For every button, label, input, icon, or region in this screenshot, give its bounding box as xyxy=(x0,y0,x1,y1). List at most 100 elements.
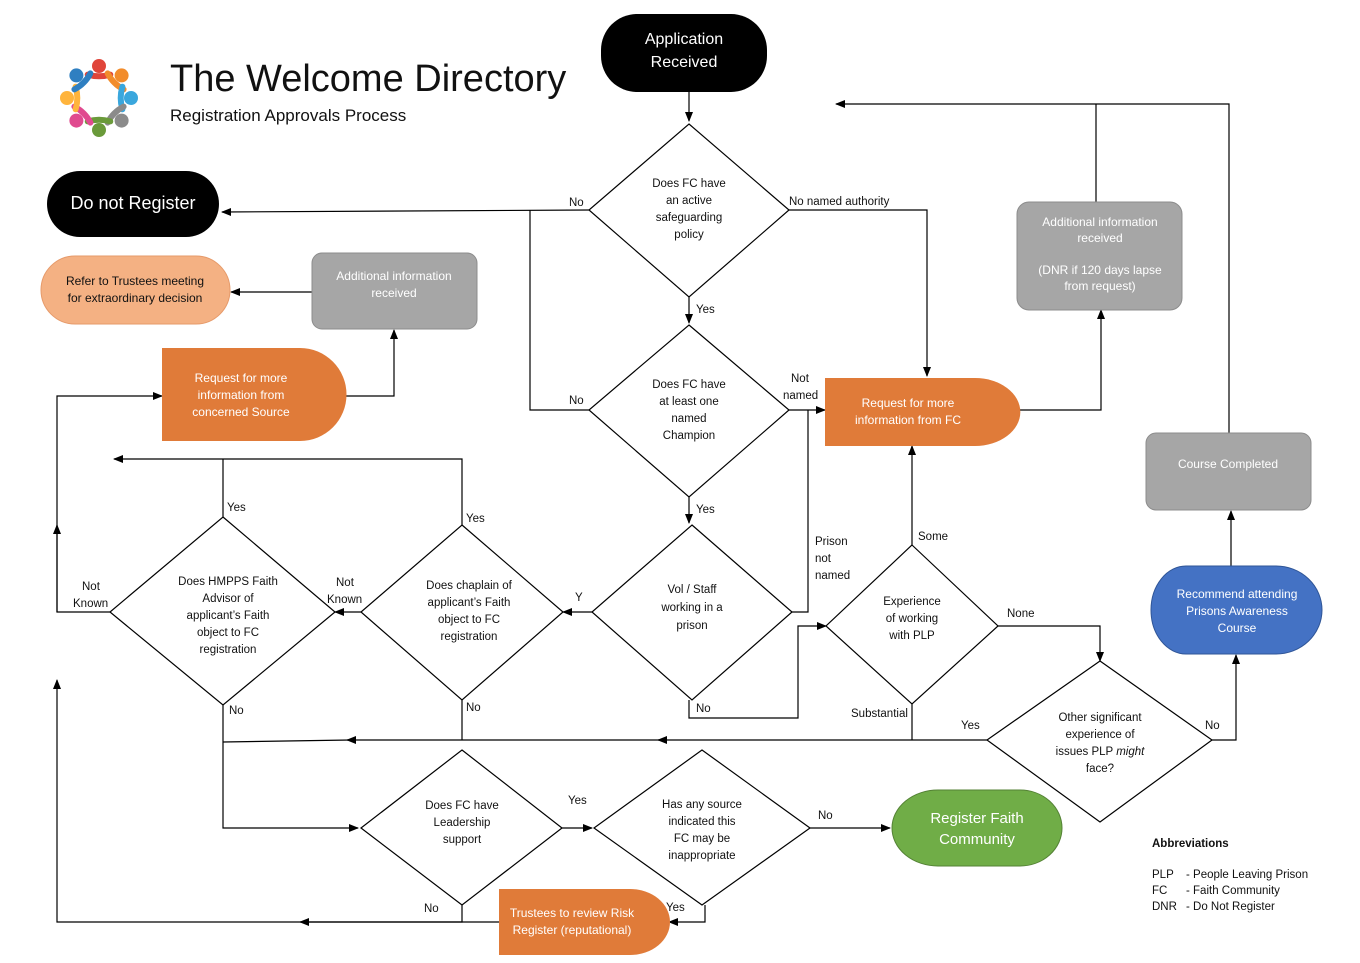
node-do-not-register: Do not Register xyxy=(47,171,219,237)
node-label-line: Does chaplain of xyxy=(426,580,512,592)
node-label-line: Course xyxy=(1218,621,1257,635)
node-label-line: prison xyxy=(676,620,707,632)
node-label-line: Does FC have xyxy=(652,379,726,391)
abbreviation-value: - Do Not Register xyxy=(1186,901,1275,913)
node-label-line: Request for more xyxy=(862,396,955,410)
edge-label: No named authority xyxy=(789,196,890,208)
node-label-line: support xyxy=(443,834,482,846)
node-label-line: Register (reputational) xyxy=(513,923,632,937)
node-label-line: Does FC have xyxy=(652,178,726,190)
node-label-line: of working xyxy=(886,613,938,625)
edge-label: None xyxy=(1007,608,1035,620)
node-label-line: information from FC xyxy=(855,413,961,427)
edge-label: not xyxy=(815,553,832,565)
node-label-line: (DNR if 120 days lapse xyxy=(1038,263,1162,277)
page-title: The Welcome Directory xyxy=(170,58,567,100)
node-label-line: for extraordinary decision xyxy=(68,291,203,305)
node-request-fc: Request for more information from FC xyxy=(825,378,1021,446)
node-label-line: Champion xyxy=(663,430,715,442)
node-label-line: received xyxy=(1077,231,1122,245)
abbreviation-value: - Faith Community xyxy=(1186,885,1280,897)
logo-person-head xyxy=(92,123,106,137)
node-course-completed: Course Completed xyxy=(1145,432,1312,511)
node-label-line: Do not Register xyxy=(70,193,195,213)
node-label-line: Application xyxy=(645,31,723,48)
edge-label: Prison xyxy=(815,536,848,548)
node-request-concerned-source: Request for more information from concerne… xyxy=(162,348,347,441)
edge-label: Yes xyxy=(466,513,485,525)
edge-label: No xyxy=(818,810,833,822)
node-label-line: concerned Source xyxy=(192,405,290,419)
node-label-line: Register Faith xyxy=(930,810,1023,827)
circle-of-people-logo-icon xyxy=(60,59,138,137)
edge-label: Yes xyxy=(696,304,715,316)
logo-person-head xyxy=(114,68,129,83)
node-label-line: Course Completed xyxy=(1178,457,1278,471)
node-label-line: Vol / Staff xyxy=(667,584,717,596)
edge-label: named xyxy=(783,390,818,402)
node-refer-trustees: Refer to Trustees meeting for extraordina… xyxy=(40,255,231,325)
edge-label: Not xyxy=(82,581,101,593)
edge-label: No xyxy=(696,703,711,715)
node-label-line: applicant’s Faith xyxy=(428,597,511,609)
abbreviation-key: DNR xyxy=(1152,901,1177,913)
node-label-line: Advisor of xyxy=(202,593,254,605)
logo-person-head xyxy=(92,59,106,73)
node-label-line: Received xyxy=(651,54,718,71)
edge-label: Substantial xyxy=(851,708,908,720)
node-label-line: policy xyxy=(674,229,704,241)
logo-person-head xyxy=(69,113,84,128)
node-label-line: from request) xyxy=(1064,279,1135,293)
abbreviation-key: PLP xyxy=(1152,869,1174,881)
edge-label: Not xyxy=(791,373,810,385)
logo-person-head xyxy=(60,91,74,105)
node-label-line: working in a xyxy=(660,602,723,614)
node-label-line: registration xyxy=(200,644,257,656)
node-label-line: issues PLP might xyxy=(1056,746,1145,758)
node-label-line: Refer to Trustees meeting xyxy=(66,274,204,288)
node-label-line: registration xyxy=(441,631,498,643)
node-label-line: information from xyxy=(198,388,285,402)
node-label-line: named xyxy=(671,413,706,425)
edge-label: No xyxy=(1205,720,1220,732)
node-label-line: Recommend attending xyxy=(1177,587,1298,601)
edge-labels: No No named authority Yes No Not named Y… xyxy=(73,196,1220,915)
edge-label: No xyxy=(569,395,584,407)
decision-inappropriate: Has any source indicated this FC may be ina… xyxy=(592,749,812,906)
edge-label: Known xyxy=(327,594,362,606)
node-label-line: FC may be xyxy=(674,833,730,845)
node-label-line: object to FC xyxy=(197,627,259,639)
edge-label: Y xyxy=(575,592,583,604)
edge-label: Yes xyxy=(666,902,685,914)
node-label-line: with PLP xyxy=(888,630,935,642)
edge-label: No xyxy=(466,702,481,714)
logo-person-head xyxy=(69,68,84,83)
logo-person-head xyxy=(124,91,138,105)
node-label-line: at least one xyxy=(659,396,718,408)
node-label-line: Has any source xyxy=(662,799,742,811)
abbreviations-heading: Abbreviations xyxy=(1152,838,1229,850)
node-label-line: Additional information xyxy=(1042,215,1157,229)
logo-person-head xyxy=(114,113,129,128)
node-label-line: Request for more xyxy=(195,371,288,385)
node-label-line: applicant’s Faith xyxy=(187,610,270,622)
edge-label: Yes xyxy=(696,504,715,516)
edge-label: Yes xyxy=(568,795,587,807)
node-label-line: indicated this xyxy=(668,816,735,828)
node-label-line: Does FC have xyxy=(425,800,499,812)
node-additional-info-right: Additional information received (DNR if 12… xyxy=(1016,201,1183,311)
node-label-line: inappropriate xyxy=(668,850,735,862)
node-label-line: Trustees to review Risk xyxy=(510,906,635,920)
node-label-line: received xyxy=(371,286,416,300)
node-label-line: Prisons Awareness xyxy=(1186,604,1288,618)
